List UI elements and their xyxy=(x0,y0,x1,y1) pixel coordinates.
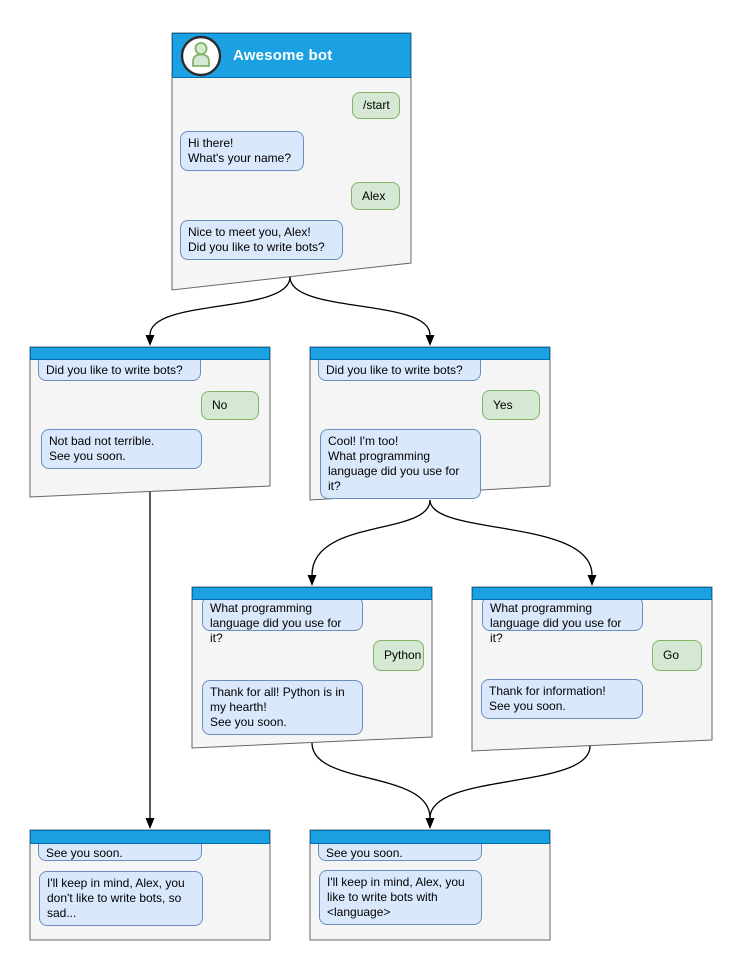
bubble-bot-question-python: What programming language did you use fo… xyxy=(202,596,363,645)
arrowhead-root-to-no-branch xyxy=(145,335,155,346)
connector-yes-branch-to-python xyxy=(311,499,431,576)
bubble-user-python: Python xyxy=(373,640,424,671)
window-header-end-no xyxy=(30,830,270,844)
arrowhead-yes-branch-to-go xyxy=(587,575,597,586)
bubble-bot-keep-in-mind-no: I'll keep in mind, Alex, you don't like … xyxy=(39,871,203,926)
bubble-bot-question-go: What programming language did you use fo… xyxy=(482,596,643,645)
connector-go-to-end-yes xyxy=(429,745,591,819)
arrowhead-yes-branch-to-python xyxy=(307,575,317,586)
window-header-root: Awesome bot xyxy=(172,33,411,78)
bubble-user-no: No xyxy=(201,391,259,420)
bubble-user-yes: Yes xyxy=(482,390,540,420)
bubble-bot-thanks-go: Thank for information! See you soon. xyxy=(481,679,643,719)
bubble-bot-greeting: Hi there! What's your name? xyxy=(180,131,304,171)
connector-python-to-end-yes xyxy=(311,742,431,819)
window-header-go-branch xyxy=(472,587,712,600)
window-header-yes-branch xyxy=(310,347,550,360)
bubble-user-start: /start xyxy=(352,92,400,119)
bubble-bot-keep-in-mind-yes: I'll keep in mind, Alex, you like to wri… xyxy=(319,870,482,925)
bubble-user-name: Alex xyxy=(351,182,400,210)
window-header-python-branch xyxy=(192,587,432,600)
window-header-no-branch xyxy=(30,347,270,360)
connector-root-to-yes-branch xyxy=(289,276,431,336)
window-header-end-yes xyxy=(310,830,550,844)
bubble-bot-cool: Cool! I'm too! What programming language… xyxy=(320,429,481,499)
bot-title: Awesome bot xyxy=(233,47,333,64)
bubble-bot-thanks-python: Thank for all! Python is in my hearth! S… xyxy=(202,680,363,735)
bubble-user-go: Go xyxy=(652,640,702,671)
arrowhead-merge-to-end-yes xyxy=(425,818,435,829)
arrowhead-root-to-yes-branch xyxy=(425,335,435,346)
arrowhead-no-branch-to-end-no xyxy=(145,818,155,829)
connector-root-to-no-branch xyxy=(149,276,291,336)
bubble-bot-nice-to-meet: Nice to meet you, Alex! Did you like to … xyxy=(180,220,343,260)
bubble-bot-not-bad: Not bad not terrible. See you soon. xyxy=(41,429,202,469)
connector-yes-branch-to-go xyxy=(429,499,593,576)
bot-avatar-person-icon xyxy=(180,35,222,76)
